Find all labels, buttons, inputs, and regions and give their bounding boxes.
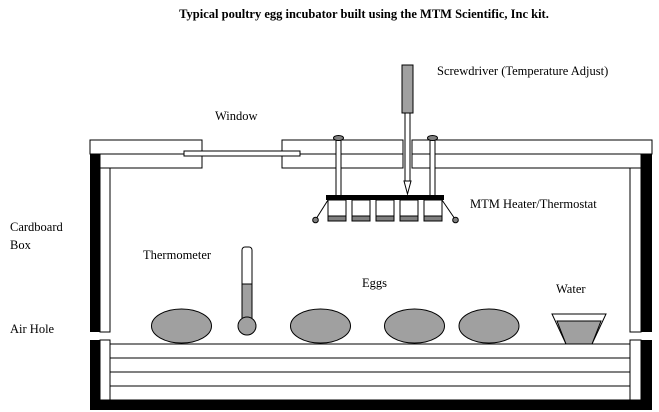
left-wall-outer-upper — [90, 154, 100, 332]
water — [556, 320, 602, 345]
heater-resistor-band — [351, 215, 371, 222]
heater-resistor-band — [423, 215, 443, 222]
screwdriver-tip — [403, 180, 412, 196]
window-pane — [183, 150, 301, 157]
left-wall-outer-lower — [90, 340, 100, 410]
screwdriver-handle — [401, 64, 414, 114]
screwdriver-shaft — [404, 112, 411, 182]
egg — [290, 308, 351, 344]
egg — [384, 308, 445, 344]
box-walls — [90, 154, 652, 410]
floor-layer — [109, 357, 631, 373]
label-water: Water — [556, 282, 586, 296]
label-window: Window — [215, 109, 258, 123]
egg — [458, 308, 520, 344]
right-wall-inner-upper — [629, 167, 642, 333]
label-screwdriver: Screwdriver (Temperature Adjust) — [437, 64, 608, 78]
lid-right-outer — [411, 139, 653, 155]
thermometer-mercury — [241, 283, 253, 321]
heater-resistor-band — [399, 215, 419, 222]
label-box-line1: Cardboard — [10, 220, 64, 234]
heater-resistor-band — [375, 215, 395, 222]
heater-lead-left — [315, 199, 329, 220]
heater-rod-left — [335, 137, 342, 197]
floor-layers — [109, 343, 631, 401]
left-wall-inner-lower — [99, 339, 111, 401]
right-wall-outer-upper — [641, 154, 652, 332]
box-bottom — [90, 400, 652, 410]
thermometer-bulb — [237, 316, 257, 336]
eggs — [151, 308, 520, 344]
heater-rod-right — [429, 137, 436, 197]
screwdriver — [401, 64, 414, 196]
heater-rod-right-head — [427, 135, 438, 141]
label-thermometer: Thermometer — [143, 248, 212, 262]
thermometer — [237, 246, 257, 336]
label-box-line2: Box — [10, 238, 32, 252]
floor-layer — [109, 371, 631, 387]
label-air-hole: Air Hole — [10, 322, 55, 336]
right-wall-inner-lower — [629, 339, 642, 401]
heater-thermostat — [312, 135, 459, 224]
diagram-title: Typical poultry egg incubator built usin… — [179, 7, 549, 21]
heater-lead-right-end — [452, 216, 459, 224]
heater-board — [326, 195, 444, 200]
heater-resistor-band — [327, 215, 347, 222]
egg — [151, 308, 212, 344]
left-wall-inner-upper — [99, 167, 111, 333]
label-heater: MTM Heater/Thermostat — [470, 197, 597, 211]
lid — [89, 139, 653, 169]
floor-layer — [109, 385, 631, 401]
right-wall-outer-lower — [641, 340, 652, 410]
floor-layer — [109, 343, 631, 359]
heater-rod-left-head — [333, 135, 344, 141]
lid-middle-inner — [281, 153, 404, 169]
label-eggs: Eggs — [362, 276, 387, 290]
lid-right-inner — [411, 153, 642, 169]
water-dish — [551, 313, 607, 345]
heater-lead-left-end — [312, 216, 319, 224]
heater-lead-right — [441, 199, 456, 220]
